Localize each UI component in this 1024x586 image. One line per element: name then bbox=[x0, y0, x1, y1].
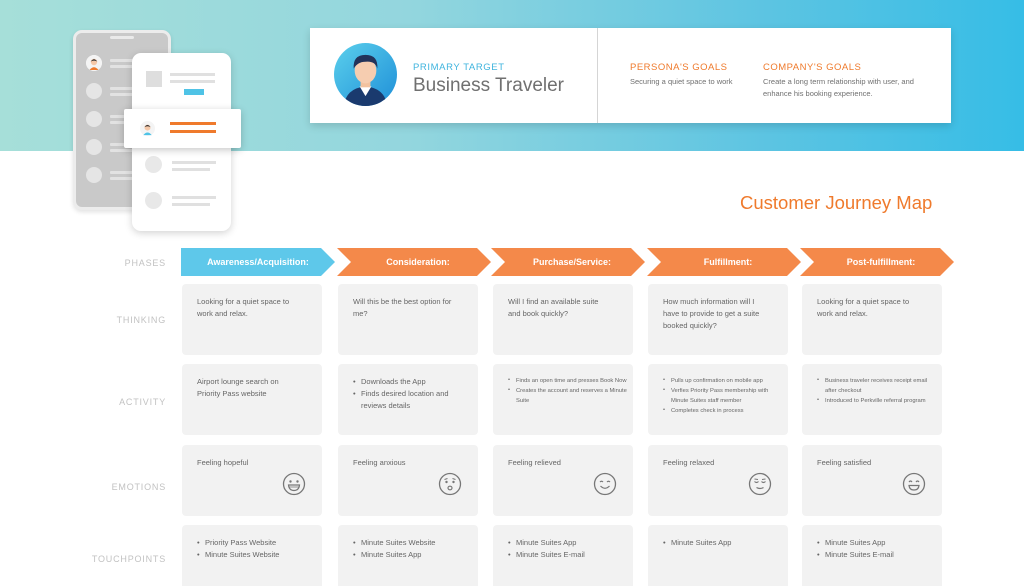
touchpoints-list: Minute Suites WebsiteMinute Suites App bbox=[353, 537, 473, 561]
activity-item: Business traveler receives receipt email… bbox=[817, 375, 937, 396]
row-label-emotions: EMOTIONS bbox=[111, 482, 166, 492]
emotion-card: Feeling anxious bbox=[338, 445, 478, 516]
mock-list-row bbox=[86, 83, 158, 99]
persona-name: Business Traveler bbox=[413, 75, 565, 96]
touchpoints-card: Minute Suites AppMinute Suites E-mail bbox=[493, 525, 633, 586]
touchpoints-card: Minute Suites App bbox=[648, 525, 788, 586]
phone-notch bbox=[110, 36, 134, 39]
activity-item: Creates the account and reserves a Minut… bbox=[508, 385, 628, 406]
persona-label: PRIMARY TARGET bbox=[413, 62, 505, 73]
touchpoint-item: Priority Pass Website bbox=[197, 537, 317, 549]
worried-face-icon bbox=[438, 472, 462, 496]
activity-item: Finds an open time and presses Book Now bbox=[508, 375, 628, 386]
phase-label: Fulfillment: bbox=[703, 257, 753, 267]
activity-card: Business traveler receives receipt email… bbox=[802, 364, 942, 435]
persona-card: PRIMARY TARGET Business Traveler PERSONA… bbox=[310, 28, 951, 123]
touchpoints-card: Minute Suites WebsiteMinute Suites App bbox=[338, 525, 478, 586]
emotion-label: Feeling relieved bbox=[508, 458, 561, 467]
thinking-card: Looking for a quiet space to work and re… bbox=[802, 284, 942, 355]
activity-item: Downloads the App bbox=[353, 376, 473, 388]
thinking-text: Looking for a quiet space to work and re… bbox=[817, 297, 910, 318]
divider bbox=[597, 28, 598, 123]
thinking-card: Will I find an available suite and book … bbox=[493, 284, 633, 355]
row-label-phases: PHASES bbox=[124, 258, 166, 268]
emotion-card: Feeling hopeful bbox=[182, 445, 322, 516]
thinking-card: How much information will I have to prov… bbox=[648, 284, 788, 355]
activity-item: Finds desired location and reviews detai… bbox=[353, 388, 473, 412]
touchpoints-list: Minute Suites AppMinute Suites E-mail bbox=[817, 537, 937, 561]
thinking-text: Will I find an available suite and book … bbox=[508, 297, 599, 318]
touchpoints-list: Minute Suites AppMinute Suites E-mail bbox=[508, 537, 628, 561]
emotion-card: Feeling relieved bbox=[493, 445, 633, 516]
thinking-text: Will this be the best option for me? bbox=[353, 297, 452, 318]
mock-blue-button bbox=[184, 89, 204, 95]
thinking-card: Looking for a quiet space to work and re… bbox=[182, 284, 322, 355]
phase-label: Awareness/Acquisition: bbox=[207, 257, 309, 267]
personas-goals-heading: PERSONA'S GOALS bbox=[630, 62, 728, 73]
touchpoint-item: Minute Suites App bbox=[353, 549, 473, 561]
emotion-card: Feeling relaxed bbox=[648, 445, 788, 516]
emotion-label: Feeling relaxed bbox=[663, 458, 715, 467]
touchpoint-item: Minute Suites App bbox=[817, 537, 937, 549]
activity-list: Pulls up confirmation on mobile appVerfi… bbox=[663, 375, 783, 416]
touchpoint-item: Minute Suites App bbox=[663, 537, 783, 549]
mock-list-row bbox=[86, 167, 158, 183]
touchpoint-item: Minute Suites Website bbox=[197, 549, 317, 561]
emotion-label: Feeling anxious bbox=[353, 458, 406, 467]
activity-item: Verfies Priority Pass membership with Mi… bbox=[663, 385, 783, 406]
activity-list: Business traveler receives receipt email… bbox=[817, 375, 937, 406]
activity-card: Pulls up confirmation on mobile appVerfi… bbox=[648, 364, 788, 435]
happy-face-icon bbox=[902, 472, 926, 496]
emotion-label: Feeling hopeful bbox=[197, 458, 249, 467]
activity-item: Introduced to Perkville referral program bbox=[817, 395, 937, 406]
row-label-touchpoints: TOUCHPOINTS bbox=[91, 554, 166, 564]
activity-list: Downloads the AppFinds desired location … bbox=[353, 376, 473, 412]
phase-label: Purchase/Service: bbox=[532, 257, 612, 267]
touchpoints-list: Minute Suites App bbox=[663, 537, 783, 549]
activity-text: Airport lounge search on Priority Pass w… bbox=[197, 377, 279, 398]
row-label-thinking: THINKING bbox=[116, 315, 166, 325]
touchpoint-item: Minute Suites E-mail bbox=[508, 549, 628, 561]
thinking-text: How much information will I have to prov… bbox=[663, 297, 760, 330]
emotion-label: Feeling satisfied bbox=[817, 458, 872, 467]
touchpoint-item: Minute Suites E-mail bbox=[817, 549, 937, 561]
user-avatar-icon bbox=[86, 55, 102, 71]
grin-face-icon bbox=[282, 472, 306, 496]
thinking-card: Will this be the best option for me? bbox=[338, 284, 478, 355]
mock-list-row bbox=[86, 55, 158, 71]
relaxed-face-icon bbox=[748, 472, 772, 496]
touchpoint-item: Minute Suites App bbox=[508, 537, 628, 549]
image-placeholder-icon bbox=[146, 71, 162, 87]
business-traveler-avatar-icon bbox=[334, 43, 397, 106]
personas-goals-text: Securing a quiet space to work bbox=[630, 77, 733, 86]
phase-label: Consideration: bbox=[386, 257, 450, 267]
highlighted-list-card bbox=[124, 109, 241, 148]
thinking-text: Looking for a quiet space to work and re… bbox=[197, 297, 290, 318]
emotion-card: Feeling satisfied bbox=[802, 445, 942, 516]
touchpoint-item: Minute Suites Website bbox=[353, 537, 473, 549]
smile-face-icon bbox=[593, 472, 617, 496]
page-title: Customer Journey Map bbox=[740, 192, 933, 213]
touchpoints-card: Priority Pass WebsiteMinute Suites Websi… bbox=[182, 525, 322, 586]
activity-item: Completes check in process bbox=[663, 405, 783, 416]
phase-label: Post-fulfillment: bbox=[846, 257, 916, 267]
touchpoints-card: Minute Suites AppMinute Suites E-mail bbox=[802, 525, 942, 586]
activity-card: Finds an open time and presses Book NowC… bbox=[493, 364, 633, 435]
touchpoints-list: Priority Pass WebsiteMinute Suites Websi… bbox=[197, 537, 317, 561]
companys-goals-text: Create a long term relationship with use… bbox=[763, 77, 914, 98]
activity-card: Downloads the AppFinds desired location … bbox=[338, 364, 478, 435]
activity-item: Pulls up confirmation on mobile app bbox=[663, 375, 783, 386]
activity-list: Finds an open time and presses Book NowC… bbox=[508, 375, 628, 406]
companys-goals-heading: COMPANY'S GOALS bbox=[763, 62, 862, 73]
row-label-activity: ACTIVITY bbox=[119, 397, 166, 407]
user-avatar-icon bbox=[140, 121, 155, 136]
activity-card: Airport lounge search on Priority Pass w… bbox=[182, 364, 322, 435]
